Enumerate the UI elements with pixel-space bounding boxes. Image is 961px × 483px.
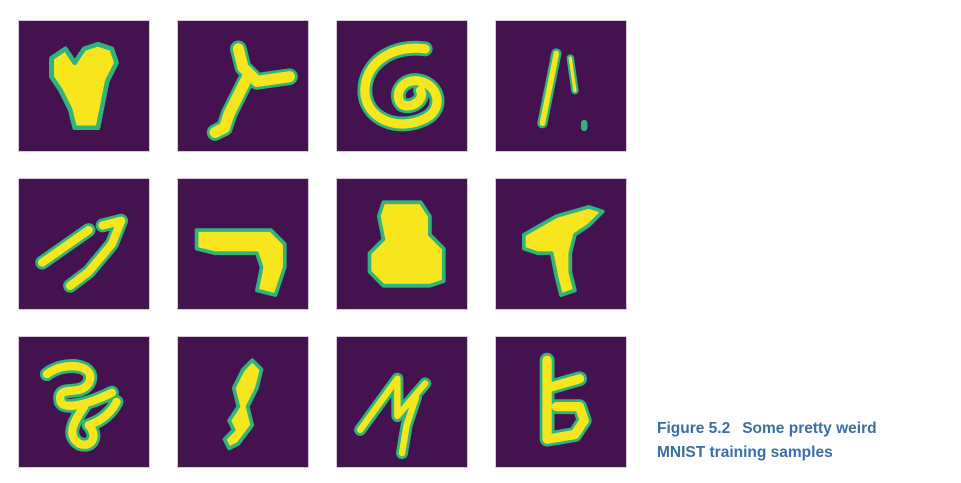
mnist-sample-r3c1 <box>18 336 150 468</box>
mnist-sample-r1c3 <box>336 20 468 152</box>
mnist-sample-r3c3 <box>336 336 468 468</box>
figure-caption: Figure 5.2 Some pretty weird MNIST traini… <box>657 417 957 465</box>
mnist-sample-r1c2 <box>177 20 309 152</box>
mnist-sample-r1c4 <box>495 20 627 152</box>
mnist-sample-r3c4 <box>495 336 627 468</box>
mnist-sample-r2c3 <box>336 178 468 310</box>
mnist-sample-grid <box>18 20 628 470</box>
mnist-sample-r3c2 <box>177 336 309 468</box>
mnist-sample-r2c1 <box>18 178 150 310</box>
figure-number: Figure 5.2 <box>657 420 731 437</box>
mnist-sample-r1c1 <box>18 20 150 152</box>
mnist-sample-r2c2 <box>177 178 309 310</box>
figure-caption-line1: Some pretty weird <box>742 420 877 437</box>
mnist-sample-r2c4 <box>495 178 627 310</box>
figure-caption-line2: MNIST training samples <box>657 444 833 461</box>
